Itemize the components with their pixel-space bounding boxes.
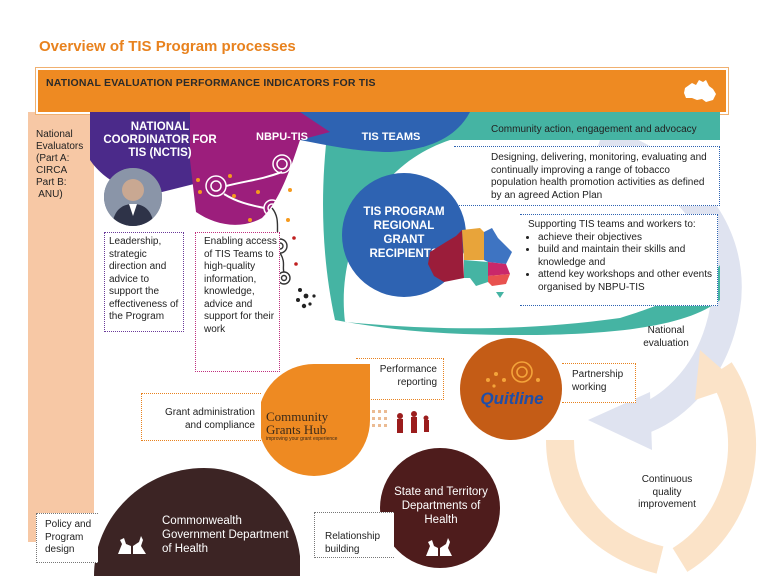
partnership-label: Partnership working bbox=[572, 369, 624, 393]
evaluators-label: National Evaluators (Part A: CIRCA Part … bbox=[36, 129, 84, 200]
supporting-item: achieve their objectives bbox=[538, 232, 717, 245]
community-label: Community action, engagement and advocac… bbox=[491, 124, 697, 135]
grant-admin-box: Grant administration and compliance bbox=[141, 393, 261, 441]
grants-hub-name-1: Community bbox=[266, 409, 329, 424]
quitline-circle bbox=[460, 338, 562, 440]
australia-map-icon bbox=[428, 228, 512, 298]
policy-label: Policy and Program design bbox=[45, 519, 92, 555]
supporting-intro: Supporting TIS teams and workers to: bbox=[528, 219, 696, 230]
commonwealth-crest-icon bbox=[118, 536, 146, 554]
coordinator-photo bbox=[104, 168, 162, 226]
nbpu-description-box: Enabling access of TIS Teams to high-qua… bbox=[195, 232, 280, 372]
tis-teams-heading: TIS TEAMS bbox=[361, 131, 421, 143]
national-evaluation-label: National evaluation bbox=[643, 325, 689, 349]
australia-icon bbox=[684, 80, 716, 102]
page-title: Overview of TIS Program processes bbox=[39, 38, 296, 55]
nctis-heading: NATIONAL COORDINATOR FOR TIS (NCTIS) bbox=[103, 121, 217, 159]
partnership-box: Partnership working bbox=[562, 363, 636, 403]
grant-admin-label: Grant administration and compliance bbox=[164, 407, 255, 431]
designing-text: Designing, delivering, monitoring, evalu… bbox=[491, 152, 707, 201]
supporting-box: Supporting TIS teams and workers to: ach… bbox=[520, 214, 718, 306]
banner-label: NATIONAL EVALUATION PERFORMANCE INDICATO… bbox=[46, 77, 376, 89]
quitline-dot-art bbox=[486, 361, 540, 388]
recipients-heading: TIS PROGRAM REGIONAL GRANT RECIPIENTS bbox=[363, 206, 445, 260]
policy-box: Policy and Program design bbox=[36, 513, 98, 563]
nctis-description-box: Leadership, strategic direction and advi… bbox=[104, 232, 184, 332]
performance-box: Performance reporting bbox=[356, 358, 444, 400]
commonwealth-label: Commonwealth Government Department of He… bbox=[162, 515, 289, 555]
coat-of-arms-icon bbox=[426, 538, 452, 556]
nbpu-description: Enabling access of TIS Teams to high-qua… bbox=[204, 236, 277, 335]
grants-hub-name-2: Grants Hub bbox=[266, 422, 327, 437]
commonwealth-shape bbox=[94, 468, 300, 576]
grants-hub-logo: Community Grants Hub improving your gran… bbox=[266, 410, 386, 442]
nctis-description: Leadership, strategic direction and advi… bbox=[109, 236, 179, 322]
supporting-item: build and maintain their skills and know… bbox=[538, 244, 717, 269]
state-label: State and Territory Departments of Healt… bbox=[394, 486, 488, 526]
grants-hub-shape bbox=[258, 364, 370, 476]
quitline-logo: Quitline bbox=[480, 389, 544, 408]
evaluators-column bbox=[28, 112, 94, 542]
supporting-list: achieve their objectives build and maint… bbox=[520, 232, 717, 295]
nbpu-heading: NBPU-TIS bbox=[256, 131, 308, 143]
performance-label: Performance reporting bbox=[379, 364, 437, 388]
supporting-item: attend key workshops and other events or… bbox=[538, 269, 717, 294]
continuous-label: Continuous quality improvement bbox=[638, 474, 696, 510]
grants-hub-tagline: improving your grant experience bbox=[266, 436, 338, 442]
designing-box: Designing, delivering, monitoring, evalu… bbox=[454, 146, 720, 206]
relationship-label: Relationship building bbox=[325, 531, 381, 555]
people-art-icon bbox=[372, 410, 429, 433]
relationship-box: Relationship building bbox=[314, 512, 394, 558]
